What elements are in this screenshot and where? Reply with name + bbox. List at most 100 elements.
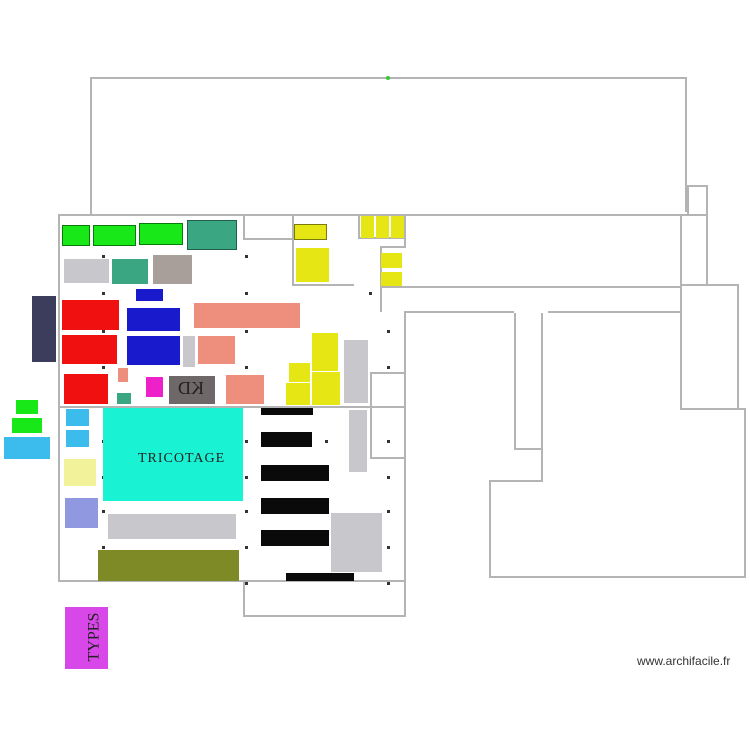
- pillar: [245, 476, 248, 479]
- wall: [404, 216, 406, 248]
- wall: [370, 372, 406, 374]
- machine-black-5: [261, 530, 329, 546]
- machine-green-2: [93, 225, 136, 246]
- machine-yellow-3: [361, 216, 374, 238]
- machine-teal-1: [187, 220, 237, 250]
- wall: [404, 312, 406, 617]
- pillar: [245, 255, 248, 258]
- machine-green-1: [62, 225, 90, 246]
- wall: [380, 286, 680, 288]
- external-green-2: [12, 418, 42, 433]
- wall: [90, 77, 92, 215]
- pillar: [245, 292, 248, 295]
- wall: [514, 313, 516, 449]
- external-skyblue: [4, 437, 50, 459]
- machine-gray-narrow: [183, 336, 195, 367]
- kd-label: KD: [178, 378, 204, 398]
- wall: [548, 311, 680, 313]
- machine-gray-1: [64, 259, 109, 283]
- machine-periwinkle: [65, 498, 98, 528]
- wall: [243, 238, 293, 240]
- machine-yellow-2: [296, 248, 329, 282]
- machine-yellow-10: [286, 383, 310, 405]
- pillar: [102, 292, 105, 295]
- machine-salmon-tiny: [118, 368, 128, 382]
- marker-dot: [386, 76, 390, 80]
- wall: [380, 246, 406, 248]
- machine-salmon-2: [198, 336, 235, 364]
- wall: [687, 185, 689, 215]
- wall: [243, 580, 245, 617]
- wall: [541, 313, 543, 482]
- wall: [685, 77, 687, 212]
- pillar: [387, 582, 390, 585]
- machine-gray-right-1: [349, 410, 367, 472]
- wall: [58, 214, 708, 216]
- machine-yellow-6: [381, 253, 402, 268]
- pillar: [387, 366, 390, 369]
- machine-black-6: [286, 573, 354, 581]
- tricotage-area: [103, 408, 243, 501]
- machine-yellow-7: [381, 272, 402, 286]
- wall: [404, 311, 514, 313]
- pillar: [369, 292, 372, 295]
- machine-skyblue-1: [66, 409, 89, 426]
- machine-black-4: [261, 498, 329, 514]
- machine-blue-1: [127, 308, 180, 331]
- machine-black-1: [261, 408, 313, 415]
- machine-yellow-9: [289, 363, 310, 382]
- wall: [243, 615, 406, 617]
- machine-skyblue-2: [66, 430, 89, 447]
- types-legend-block: [65, 607, 108, 669]
- tricotage-label: TRICOTAGE: [138, 451, 226, 466]
- machine-gray-long: [108, 514, 236, 539]
- wall: [58, 406, 406, 408]
- machine-salmon-1: [194, 303, 300, 328]
- pillar: [387, 476, 390, 479]
- machine-salmon-3: [226, 375, 264, 404]
- wall: [243, 214, 245, 240]
- pillar: [245, 582, 248, 585]
- machine-pink: [146, 377, 163, 397]
- wall: [687, 185, 707, 187]
- external-green-1: [16, 400, 38, 414]
- wall: [706, 185, 708, 285]
- pillar: [387, 440, 390, 443]
- pillar: [102, 255, 105, 258]
- machine-gray-right-2: [331, 513, 382, 572]
- wall: [680, 408, 746, 410]
- pillar: [102, 546, 105, 549]
- machine-teal-tiny: [117, 393, 131, 404]
- types-label: TYPES: [85, 612, 103, 662]
- machine-olive: [98, 550, 239, 581]
- wall: [292, 216, 294, 284]
- wall: [680, 284, 738, 286]
- wall: [489, 480, 491, 578]
- pillar: [387, 546, 390, 549]
- pillar: [325, 440, 328, 443]
- wall: [680, 214, 682, 410]
- pillar: [245, 366, 248, 369]
- pillar: [387, 330, 390, 333]
- wall: [514, 448, 542, 450]
- wall: [737, 284, 739, 410]
- wall: [744, 408, 746, 578]
- wall: [292, 284, 354, 286]
- machine-black-3: [261, 465, 329, 481]
- machine-paleyellow: [64, 459, 96, 486]
- machine-kd: [169, 376, 215, 404]
- pillar: [245, 440, 248, 443]
- machine-red-3: [64, 374, 108, 404]
- machine-yellow-8: [312, 333, 338, 371]
- wall: [489, 480, 543, 482]
- machine-blue-small: [136, 289, 163, 301]
- wall: [58, 580, 406, 582]
- wall: [358, 216, 360, 238]
- machine-slate: [32, 296, 56, 362]
- watermark-text: www.archifacile.fr: [637, 654, 731, 668]
- machine-red-2: [62, 335, 117, 364]
- machine-yellow-11: [312, 372, 340, 405]
- pillar: [102, 330, 105, 333]
- pillar: [245, 330, 248, 333]
